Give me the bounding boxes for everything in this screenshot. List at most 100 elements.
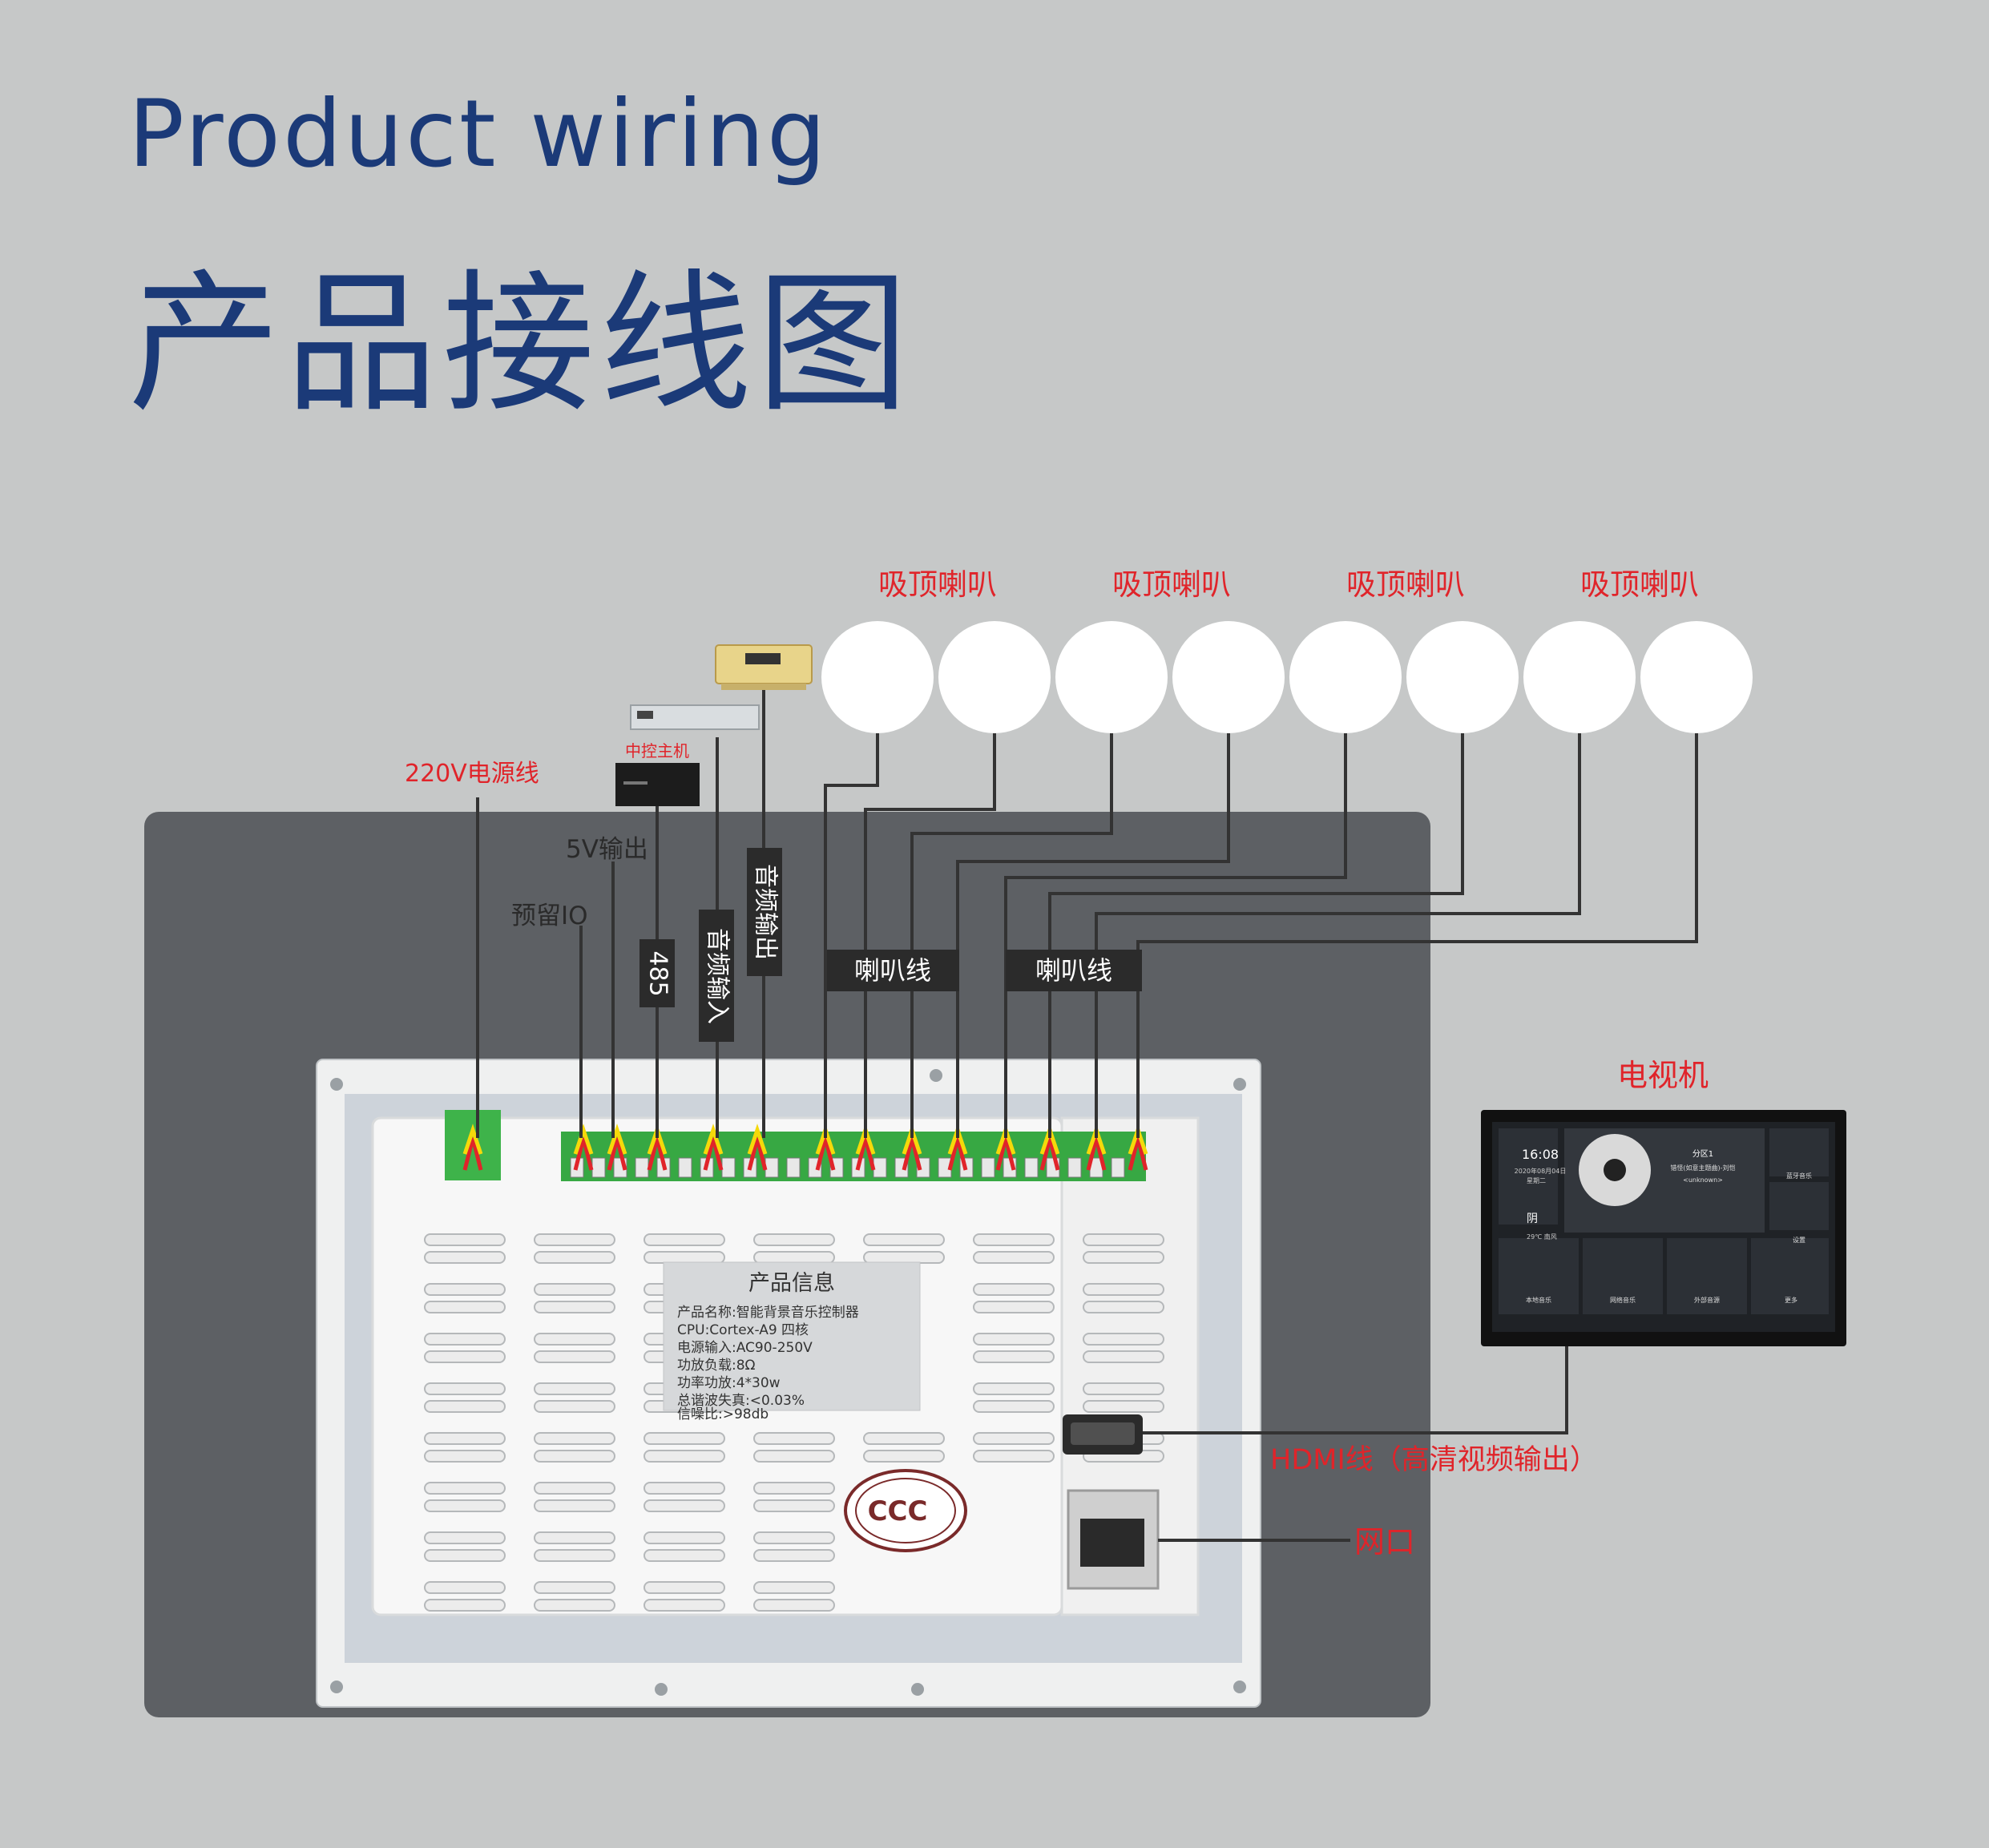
page-title-cn: 产品接线图 (128, 256, 914, 433)
vent-slot (863, 1450, 945, 1463)
wire-red (747, 1137, 768, 1171)
tv-time: 16:08 (1522, 1147, 1559, 1162)
vent-slot (644, 1549, 725, 1562)
audio-out-label: 音频输出 (752, 864, 780, 960)
vent-slot (863, 1233, 945, 1246)
vent-slot (644, 1432, 725, 1445)
vent-slot (534, 1400, 615, 1413)
speaker-circle (1055, 621, 1168, 733)
vent-slot (753, 1251, 835, 1264)
tv-zone: 分区1 (1692, 1149, 1713, 1159)
vent-slot (424, 1531, 506, 1544)
vent-slot (753, 1581, 835, 1594)
vent-slot (644, 1581, 725, 1594)
vent-slot (534, 1482, 615, 1495)
vent-slot (1083, 1233, 1164, 1246)
vent-slot (644, 1599, 725, 1612)
speaker-circle (1289, 621, 1402, 733)
vent-slot (424, 1482, 506, 1495)
ccc-text: CCC (868, 1495, 928, 1527)
speaker-circle (821, 621, 934, 733)
vent-slot (753, 1549, 835, 1562)
rs485-tag (639, 939, 675, 1007)
vent-slot (863, 1251, 945, 1264)
product-label-line: 总谐波失真:<0.03% (677, 1393, 805, 1409)
wire-speaker (1136, 733, 1698, 1138)
tv-weather: 阴 (1527, 1212, 1538, 1225)
vent-slot (973, 1382, 1055, 1395)
tv-label: 电视机 (1617, 1058, 1709, 1093)
wire-red (607, 1137, 627, 1171)
vent-slot (1083, 1301, 1164, 1313)
audio-out-device-icon (715, 644, 813, 690)
terminal-pin (721, 1157, 736, 1178)
wire-yellow (703, 1124, 724, 1155)
vent-slot (424, 1382, 506, 1395)
audio-out-tag (747, 848, 782, 976)
product-label-line: 功放负载:8Ω (677, 1358, 756, 1374)
vent-slot (424, 1400, 506, 1413)
vent-slot (1083, 1350, 1164, 1363)
tv-tile-label: 设置 (1793, 1236, 1805, 1244)
vent-slot (753, 1531, 835, 1544)
speaker-label-4: 吸顶喇叭 (1580, 567, 1699, 602)
product-label-line: 信噪比:>98db (677, 1406, 769, 1422)
vent-slot (973, 1233, 1055, 1246)
vent-slot (534, 1450, 615, 1463)
vent-slots (424, 1233, 1164, 1612)
vent-slot (753, 1233, 835, 1246)
tv-song-title: 错怪(如意主题曲)-刘恺 (1670, 1164, 1735, 1172)
terminal-pin (1067, 1157, 1082, 1178)
vent-slot (973, 1350, 1055, 1363)
speaker-circle (1640, 621, 1753, 733)
screws (330, 1069, 1246, 1696)
wire-speaker (956, 733, 1230, 1138)
vent-slot (973, 1251, 1055, 1264)
vent-slot (1083, 1333, 1164, 1346)
vent-slot (644, 1499, 725, 1512)
terminal-pin (981, 1157, 995, 1178)
speaker-circles (821, 621, 1753, 733)
speaker-label-3: 吸顶喇叭 (1346, 567, 1465, 602)
product-label-line: 功率功放:4*30w (677, 1375, 781, 1391)
vent-slot (424, 1450, 506, 1463)
vent-slot (644, 1450, 725, 1463)
vent-slot (424, 1599, 506, 1612)
vent-slot (1083, 1382, 1164, 1395)
power-line-label: 220V电源线 (405, 760, 539, 788)
wire-speaker (1048, 733, 1464, 1138)
vent-slot (644, 1233, 725, 1246)
vent-slot (753, 1482, 835, 1495)
vent-slot (973, 1283, 1055, 1296)
wire-yellow (573, 1124, 594, 1155)
speaker-circle (1523, 621, 1636, 733)
vent-slot (973, 1400, 1055, 1413)
speaker-label-1: 吸顶喇叭 (878, 567, 997, 602)
tv-date: 2020年08月04日 (1515, 1167, 1567, 1175)
terminal-pin (635, 1157, 649, 1178)
wire-yellow (747, 1124, 768, 1155)
vent-slot (644, 1251, 725, 1264)
vent-slot (534, 1599, 615, 1612)
terminal-pin (873, 1157, 887, 1178)
product-label-plate (663, 1261, 921, 1411)
central-controller-label: 中控主机 (625, 741, 689, 761)
terminal-pin (678, 1157, 692, 1178)
vent-slot (424, 1233, 506, 1246)
vent-slot (534, 1531, 615, 1544)
vent-slot (424, 1499, 506, 1512)
vent-slot (973, 1301, 1055, 1313)
tv-temp: 29℃ 南风 (1527, 1233, 1557, 1241)
vent-slot (534, 1549, 615, 1562)
central-controller-icon (615, 763, 700, 806)
vent-slot (534, 1301, 615, 1313)
vent-slot (753, 1432, 835, 1445)
wire-speaker (1004, 733, 1347, 1138)
product-label-line: 电源输入:AC90-250V (677, 1340, 813, 1356)
wire-red (462, 1137, 483, 1171)
vent-slot (863, 1432, 945, 1445)
rs485-label: 485 (644, 950, 672, 996)
wire-yellow (462, 1124, 483, 1155)
